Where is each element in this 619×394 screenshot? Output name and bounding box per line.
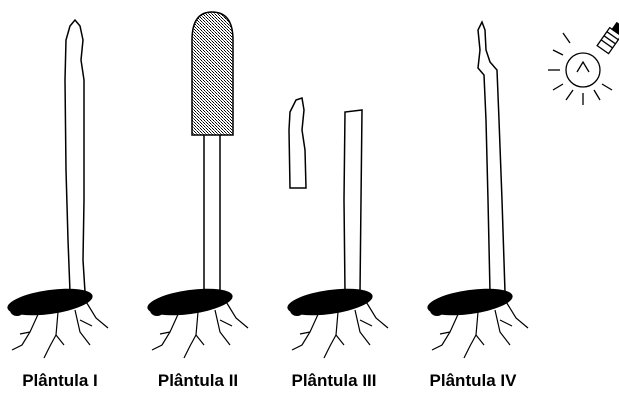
- label-plantula-2: Plântula II: [158, 372, 238, 389]
- label-plantula-1: Plântula I: [22, 372, 98, 389]
- seedling-3: [286, 98, 388, 358]
- light-bulb-icon: [548, 21, 619, 105]
- seedling-3-shoot: [344, 110, 362, 292]
- seedling-1-shoot: [65, 20, 85, 292]
- seedling-2: [146, 12, 248, 358]
- label-plantula-4: Plântula IV: [430, 372, 517, 389]
- seedling-2-shoot: [204, 132, 220, 292]
- seedling-3-cut-tip: [289, 98, 306, 188]
- seedling-4-bent-shoot: [478, 22, 505, 292]
- seedling-1: [6, 20, 108, 358]
- label-plantula-3: Plântula III: [291, 372, 376, 389]
- seedling-2-opaque-cap: [192, 12, 233, 135]
- seedling-4: [426, 22, 528, 358]
